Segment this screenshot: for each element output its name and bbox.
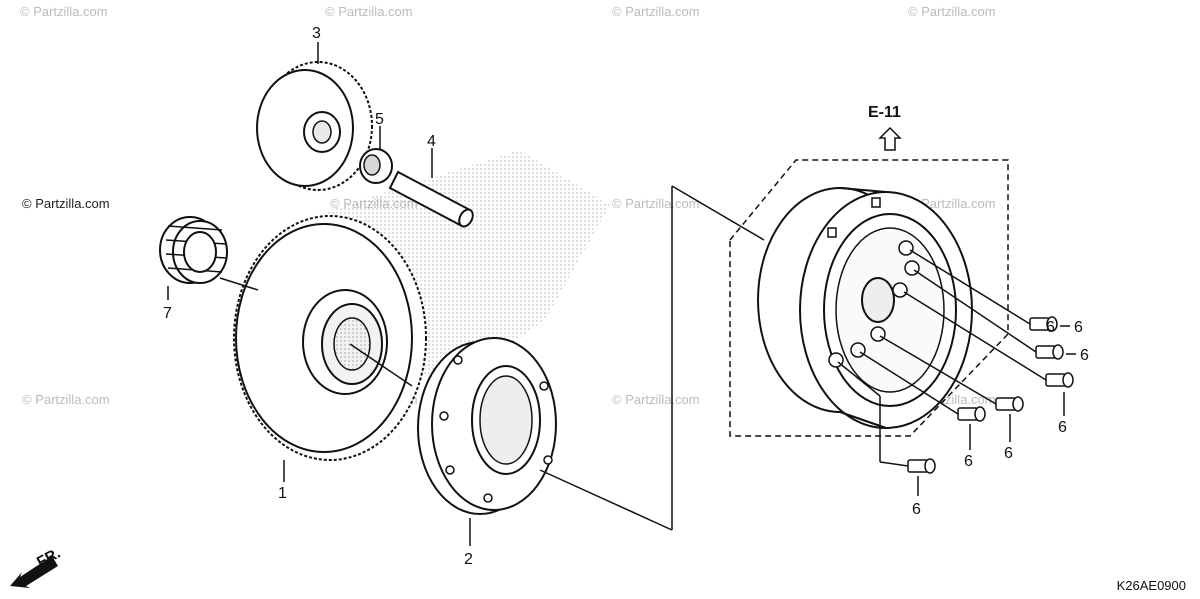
callout-2: 2: [464, 551, 473, 568]
callout-5: 5: [375, 111, 384, 128]
watermark: © Partzilla.com: [908, 4, 996, 19]
callout-4: 4: [427, 133, 436, 150]
assembly-boundary: [729, 159, 1009, 437]
callout-6: 6: [1080, 347, 1089, 364]
needle-bearing: [159, 216, 228, 284]
arrow-front-icon: [10, 556, 58, 588]
callout-6: 6: [1058, 419, 1067, 436]
watermark: © Partzilla.com: [612, 392, 700, 407]
shaft: [388, 170, 474, 228]
watermark: © Partzilla.com: [20, 4, 108, 19]
leader-lines: [167, 42, 1076, 546]
callout-7: 7: [163, 305, 172, 322]
callout-6: 6: [1046, 319, 1055, 336]
flywheel: [757, 187, 973, 429]
starter-clutch: [417, 337, 557, 515]
bushing: [359, 148, 393, 184]
callout-1: 1: [278, 485, 287, 502]
watermark: © Partzilla.com: [612, 196, 700, 211]
starter-driven-gear: [233, 215, 427, 461]
callout-6: 6: [912, 501, 921, 518]
callout-6: 6: [964, 453, 973, 470]
callout-6: 6: [1074, 319, 1083, 336]
starter-idle-gear: [256, 61, 373, 191]
diagram-code: K26AE0900: [1116, 578, 1186, 593]
callout-3: 3: [312, 25, 321, 42]
watermark: © Partzilla.com: [22, 392, 110, 407]
watermark: © Partzilla.com: [612, 4, 700, 19]
watermark: © Partzilla.com: [325, 4, 413, 19]
callout-6: 6: [1004, 445, 1013, 462]
reference-label[interactable]: E-11: [868, 104, 901, 121]
watermark: © Partzilla.com: [22, 196, 110, 211]
flywheel-bolts: [907, 316, 1074, 474]
arrow-up-icon: [878, 126, 902, 151]
